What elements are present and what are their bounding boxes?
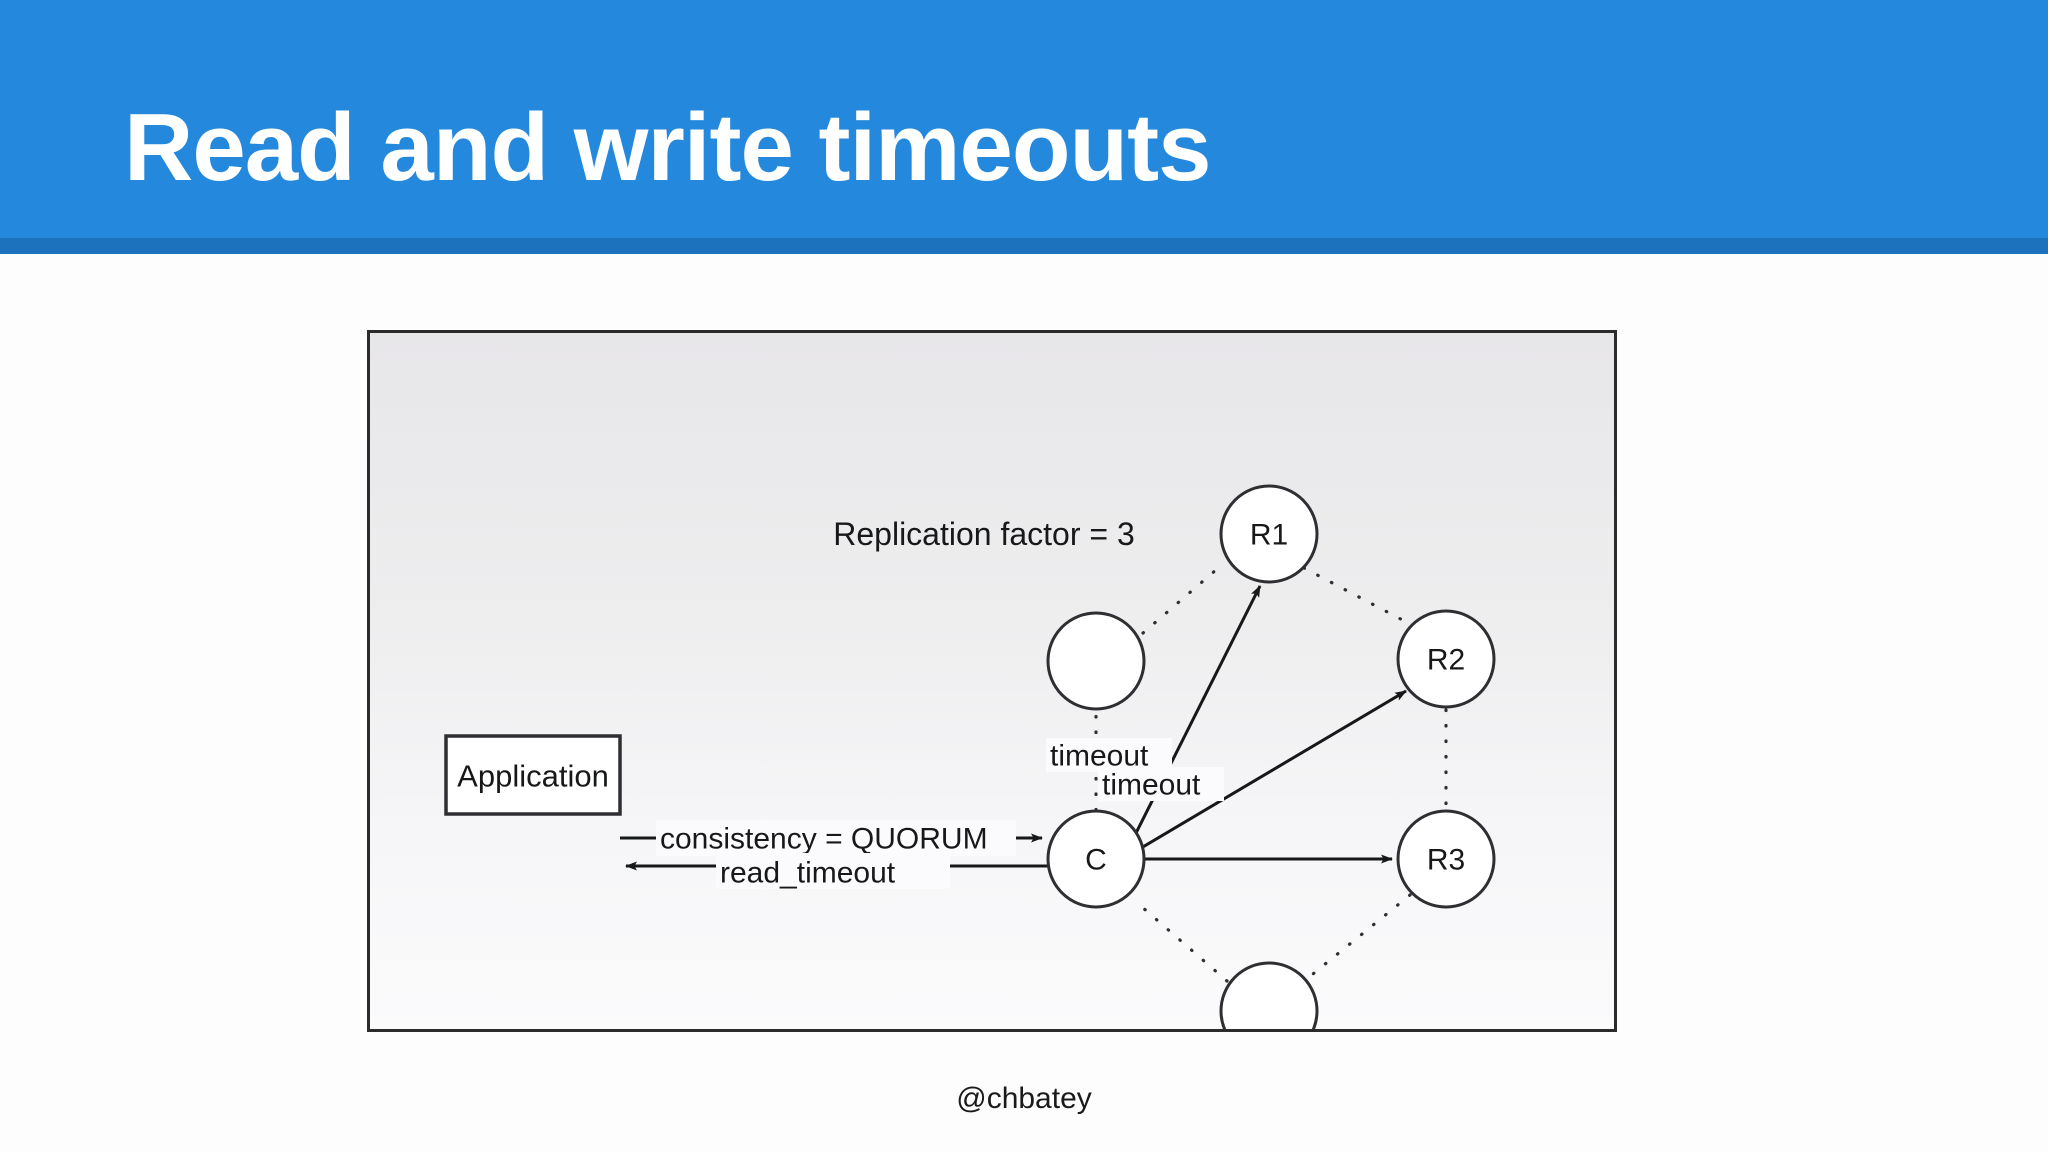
node-r2-label: R2 — [1427, 644, 1465, 677]
application-box-rect — [444, 734, 622, 816]
diagram-frame: Application R1 R2 R3 C consistency = QUO… — [367, 330, 1617, 1032]
slide-body: Application R1 R2 R3 C consistency = QUO… — [0, 254, 2048, 1152]
edge-coordinator-to-r2 — [1135, 689, 1407, 853]
footer-handle: @chbatey — [956, 1082, 1092, 1115]
edge-coordinator-to-r1 — [1128, 585, 1262, 846]
request-label-backing — [656, 820, 1016, 856]
ring-link-r3-blankbottom — [1306, 893, 1412, 980]
cassandra-timeout-diagram: Application R1 R2 R3 C consistency = QUO… — [444, 484, 1496, 1032]
timeout-r1-label-backing — [1046, 738, 1172, 772]
node-r1[interactable] — [1219, 484, 1319, 584]
edge-label-timeout-r2: timeout — [1102, 769, 1201, 802]
node-blank-bottom[interactable] — [1219, 961, 1319, 1032]
ring-nodes: R1 R2 R3 C — [1046, 484, 1496, 1032]
node-r1-label: R1 — [1250, 519, 1288, 552]
ring-link-r1-r2 — [1302, 566, 1414, 627]
node-blank-top[interactable] — [1046, 611, 1146, 711]
edge-label-request: consistency = QUORUM — [660, 823, 988, 856]
node-coordinator-label: C — [1085, 844, 1107, 877]
timeout-r2-label-backing — [1098, 767, 1224, 801]
ring-links — [1094, 561, 1448, 983]
application-box-label: Application — [457, 759, 609, 794]
ring-link-blankbottom-c — [1132, 898, 1229, 983]
response-label-backing — [716, 853, 950, 889]
node-coordinator[interactable] — [1046, 809, 1146, 909]
replication-factor-annotation: Replication factor = 3 — [833, 516, 1135, 552]
application-box: Application — [444, 734, 622, 816]
node-r3[interactable] — [1396, 809, 1496, 909]
slide-header-underline — [0, 238, 2048, 254]
ring-link-blanktop-r1 — [1141, 561, 1226, 635]
slide-header-bar — [0, 0, 2048, 238]
node-r3-label: R3 — [1427, 844, 1465, 877]
node-r2[interactable] — [1396, 609, 1496, 709]
edge-labels: consistency = QUORUM read_timeout timeou… — [656, 738, 1224, 890]
edge-label-response: read_timeout — [720, 857, 896, 890]
page-title: Read and write timeouts — [124, 94, 1212, 201]
